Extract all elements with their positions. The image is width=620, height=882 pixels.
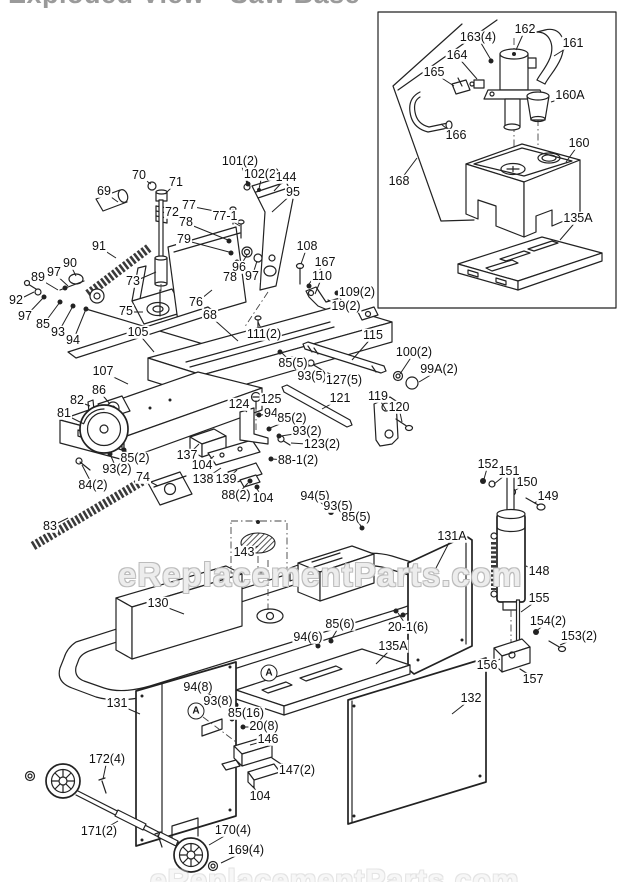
casters — [24, 716, 290, 873]
feed-rods — [277, 341, 419, 447]
saw-bed — [30, 305, 393, 550]
stand-panels — [135, 535, 487, 847]
page-title-cropped: Exploded View - Saw Base — [8, 0, 428, 8]
pump-162 — [483, 48, 545, 131]
cup-160a — [526, 91, 550, 123]
handle-assembly — [23, 181, 247, 353]
page-title-text: Exploded View - Saw Base — [8, 0, 428, 8]
tray-135a-inset — [457, 236, 603, 291]
hose-161 — [536, 28, 565, 85]
cylinder-148-group — [480, 467, 567, 682]
inset-coolant-assembly — [377, 11, 617, 309]
